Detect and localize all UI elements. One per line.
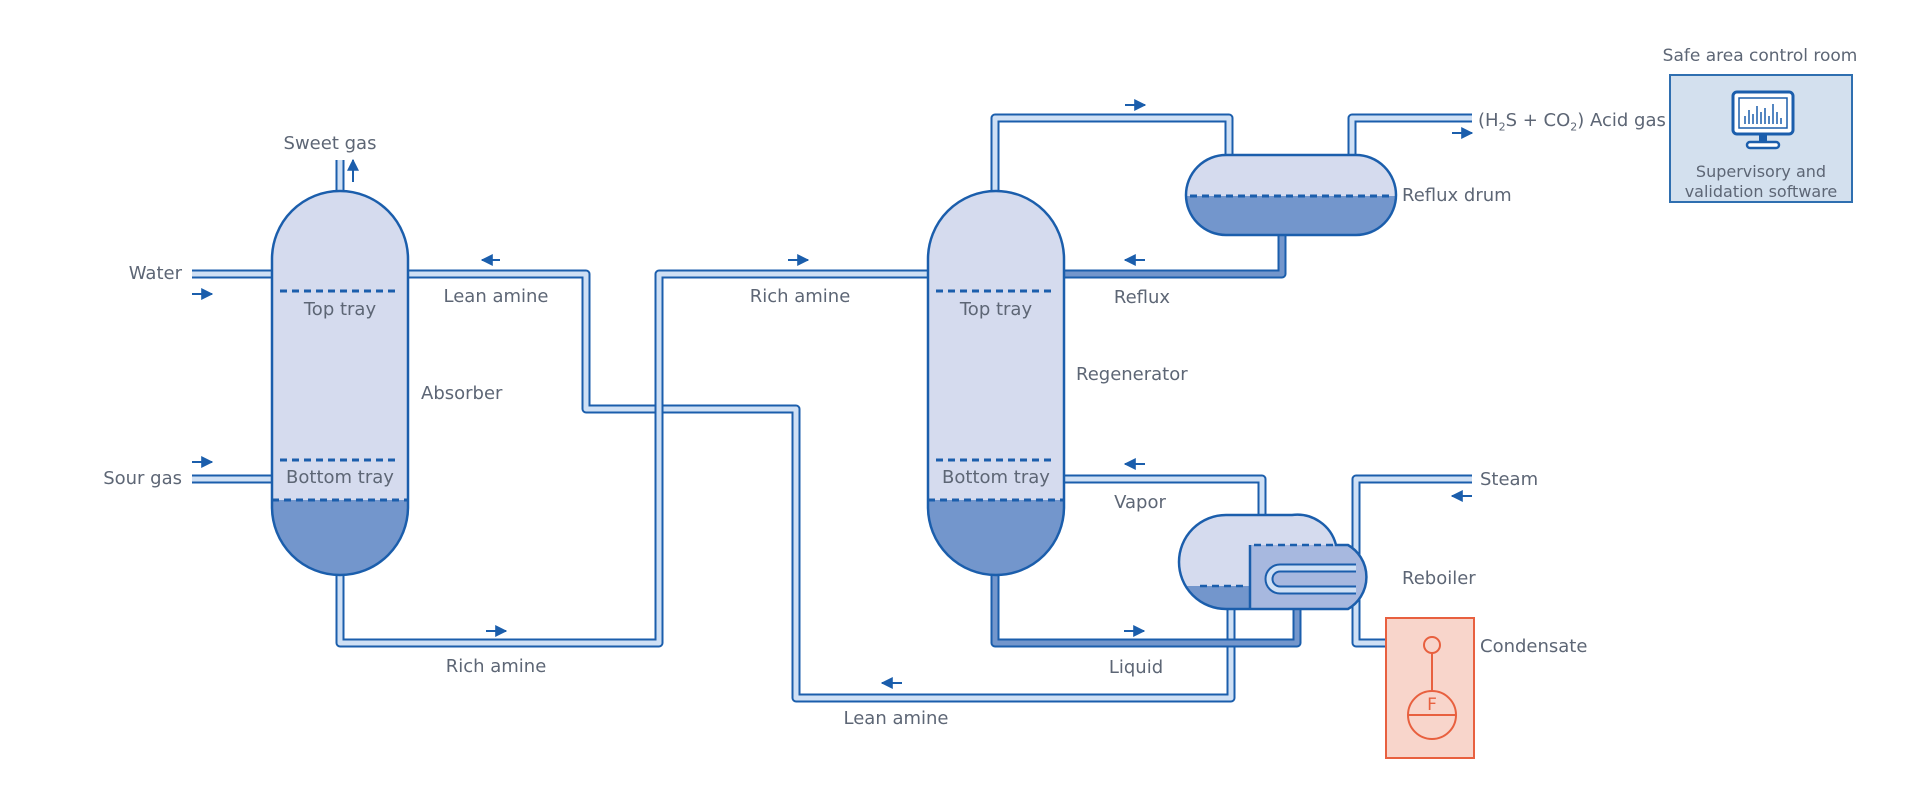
condensate-label: Condensate: [1480, 636, 1588, 657]
control-room-line1: Supervisory and: [1695, 162, 1827, 181]
flow-meter-icon: F: [1407, 636, 1457, 740]
overhead-pipe: [990, 113, 1234, 190]
reboiler-label: Reboiler: [1402, 568, 1476, 589]
reflux-pipe: [1063, 234, 1287, 279]
control-room-box: Supervisory and validation software: [1669, 74, 1853, 203]
absorber-column: [270, 189, 410, 577]
vapor-label: Vapor: [1114, 492, 1166, 513]
absorber-top-tray-label: Top tray: [303, 299, 377, 320]
control-room-text: Supervisory and validation software: [1671, 162, 1851, 202]
rich-amine-label-bottom: Rich amine: [445, 656, 547, 677]
reflux-label: Reflux: [1113, 287, 1171, 308]
monitor-icon: [1731, 90, 1795, 150]
reflux-drum: [1184, 153, 1398, 237]
rich-amine-pipe: [335, 269, 928, 648]
control-room-line2: validation software: [1684, 182, 1838, 201]
vapor-pipe: [1063, 474, 1267, 515]
flow-instrument-box: F: [1385, 617, 1475, 759]
water-label: Water: [128, 263, 182, 284]
liquid-label: Liquid: [1108, 657, 1164, 678]
acid-gas-label: (H2S + CO2) Acid gas: [1478, 110, 1666, 134]
sour-gas-label: Sour gas: [103, 468, 182, 489]
lean-amine-return-pipe: [408, 269, 1236, 703]
flow-instrument-tag: F: [1427, 695, 1437, 715]
steam-label: Steam: [1480, 469, 1539, 490]
rich-amine-label-top: Rich amine: [749, 286, 851, 307]
lean-amine-label-top: Lean amine: [443, 286, 549, 307]
control-room-title: Safe area control room: [1662, 46, 1858, 66]
lean-amine-label-bottom: Lean amine: [843, 708, 949, 729]
absorber-label: Absorber: [421, 383, 503, 404]
regenerator-top-tray-label: Top tray: [959, 299, 1033, 320]
regenerator-label: Regenerator: [1076, 364, 1188, 385]
absorber-bottom-tray-label: Bottom tray: [286, 467, 394, 488]
regenerator-bottom-tray-label: Bottom tray: [942, 467, 1050, 488]
regenerator-column: [926, 189, 1066, 577]
reboiler: [1177, 513, 1368, 611]
liquid-pipe: [990, 575, 1302, 648]
reflux-drum-label: Reflux drum: [1402, 185, 1512, 206]
acid-gas-pipe: [1347, 113, 1472, 158]
sweet-gas-label: Sweet gas: [283, 133, 377, 154]
